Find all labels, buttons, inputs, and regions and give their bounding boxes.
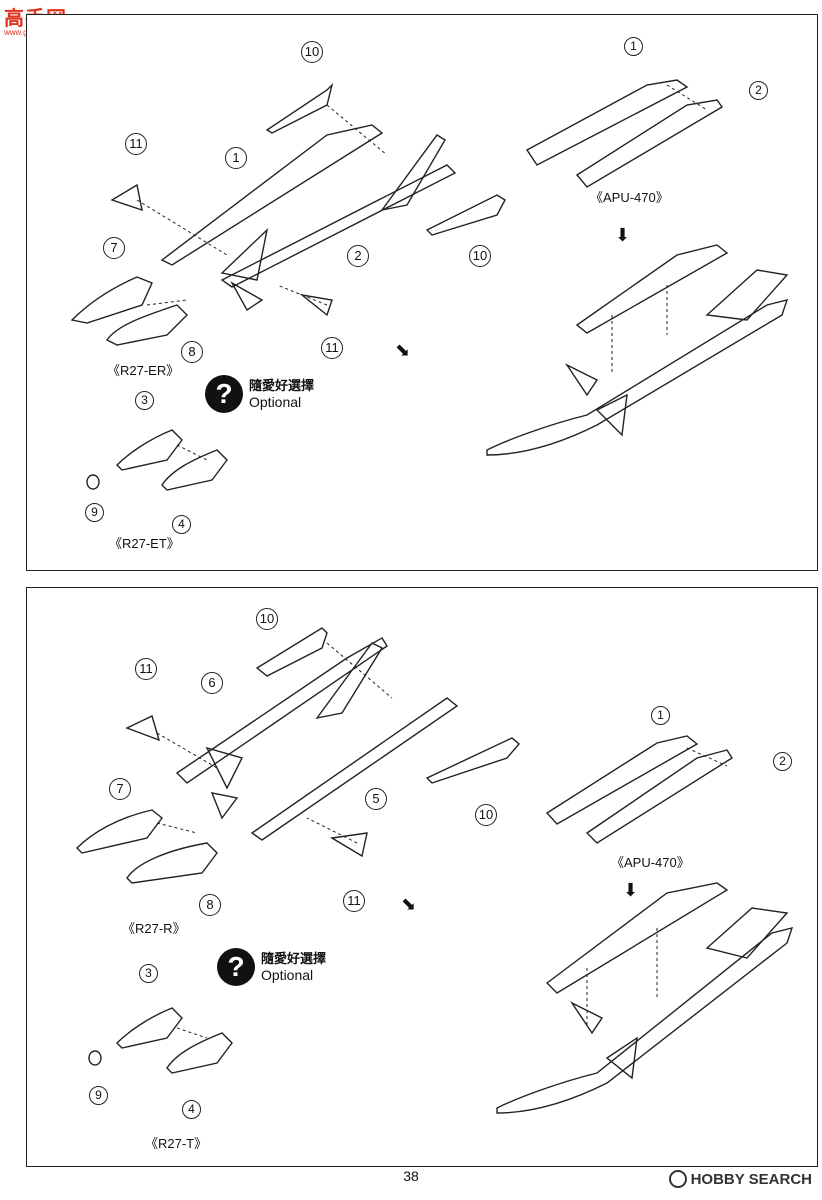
callout-part-9: 9: [85, 503, 104, 522]
optional-label-en: Optional: [261, 967, 314, 983]
optional-note: ? 隨愛好選擇 Optional: [205, 375, 314, 413]
callout-part-7: 7: [103, 237, 125, 259]
callout-part-11: 11: [321, 337, 343, 359]
label-r27-t: 《R27-T》: [145, 1136, 208, 1151]
label-r27-r: 《R27-R》: [122, 921, 186, 936]
callout-part-4: 4: [182, 1100, 201, 1119]
callout-part-8: 8: [199, 894, 221, 916]
callout-part-9: 9: [89, 1086, 108, 1105]
callout-part-2: 2: [749, 81, 768, 100]
optional-label-zh: 隨愛好選擇: [249, 378, 315, 393]
question-icon: ?: [217, 948, 255, 986]
label-apu-470: 《APU-470》: [590, 190, 669, 205]
callout-part-10: 10: [475, 804, 497, 826]
down-arrow-icon: ⬇: [623, 880, 639, 900]
label-r27-er: 《R27-ER》: [107, 363, 180, 378]
callout-part-10: 10: [256, 608, 278, 630]
label-r27-et: 《R27-ET》: [109, 536, 180, 551]
callout-part-2: 2: [773, 752, 792, 771]
optional-label-zh: 隨愛好選擇: [261, 951, 327, 966]
page-number: 38: [403, 1168, 419, 1184]
bottom-assembly-drawing: [76, 627, 794, 1114]
top-assembly-panel: 10 11 1 2 10 7 8 11 3 9 4 1 2 《R27-ER》 《…: [26, 14, 818, 571]
label-apu-470: 《APU-470》: [611, 855, 690, 870]
callout-part-11: 11: [135, 658, 157, 680]
callout-part-2: 2: [347, 245, 369, 267]
callout-part-7: 7: [109, 778, 131, 800]
callout-part-3: 3: [135, 391, 154, 410]
watermark-text: HOBBY SEARCH: [690, 1170, 812, 1188]
callout-part-6: 6: [201, 672, 223, 694]
top-assembly-drawing: [70, 79, 789, 491]
callout-part-4: 4: [172, 515, 191, 534]
hobby-search-logo-icon: [668, 1170, 687, 1188]
callout-part-1: 1: [225, 147, 247, 169]
callout-part-1: 1: [651, 706, 670, 725]
callout-part-8: 8: [181, 341, 203, 363]
callout-part-10: 10: [301, 41, 323, 63]
down-arrow-icon: ⬇: [615, 225, 631, 245]
callout-part-10: 10: [469, 245, 491, 267]
question-icon: ?: [205, 375, 243, 413]
bottom-assembly-panel: 10 11 6 5 10 7 8 11 3 9 4 1 2 《R27-R》 《R…: [26, 587, 818, 1167]
diagonal-arrow-icon: ⬊: [401, 894, 417, 914]
optional-label-en: Optional: [249, 394, 302, 410]
callout-part-3: 3: [139, 964, 158, 983]
callout-part-5: 5: [365, 788, 387, 810]
diagonal-arrow-icon: ⬊: [395, 340, 411, 360]
watermark-hobby-search: HOBBY SEARCH: [668, 1170, 812, 1188]
callout-part-11: 11: [125, 133, 147, 155]
callout-part-11: 11: [343, 890, 365, 912]
callout-part-1: 1: [624, 37, 643, 56]
optional-note: ? 隨愛好選擇 Optional: [217, 948, 326, 986]
